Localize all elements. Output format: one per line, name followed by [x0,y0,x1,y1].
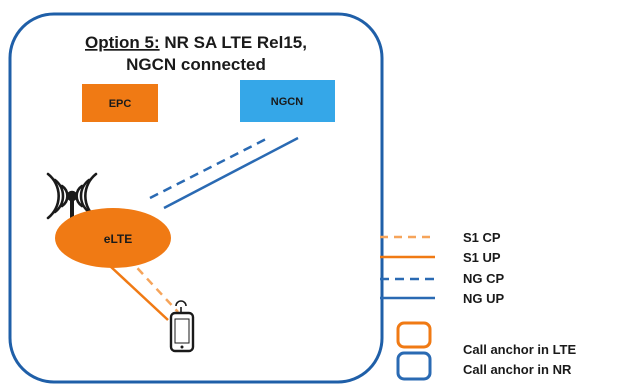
diagram-title-line2: NGCN connected [126,55,266,74]
legend-ng-cp-label: NG CP [463,271,505,286]
epc-node [82,84,158,122]
legend-call-anchor-lte-swatch [396,321,432,349]
ng-up-link [163,136,299,210]
ngcn-label: NGCN [271,96,303,108]
legend-call-anchor-nr-swatch [396,351,432,381]
ngcn-node [240,80,335,122]
diagram-title-option: Option 5: [85,33,160,52]
s1-cp-link [127,257,179,313]
nr-call-anchor-frame [8,12,384,384]
ng-cp-link [149,136,269,200]
diagram-title-rest: NR SA LTE Rel15, [160,33,307,52]
s1-up-link [109,265,169,321]
legend-s1-up-label: S1 UP [463,250,501,265]
epc-label: EPC [109,98,132,110]
legend-call-anchor-lte-label: Call anchor in LTE [463,342,576,357]
legend-call-anchor-nr-label: Call anchor in NR [463,362,572,377]
elte-node [55,208,171,268]
legend-ng-up-label: NG UP [463,291,505,306]
elte-label: eLTE [104,232,132,246]
diagram-title-line1: Option 5: NR SA LTE Rel15, [85,33,307,52]
legend-s1-cp-label: S1 CP [463,230,501,245]
smartphone-icon [169,300,195,353]
